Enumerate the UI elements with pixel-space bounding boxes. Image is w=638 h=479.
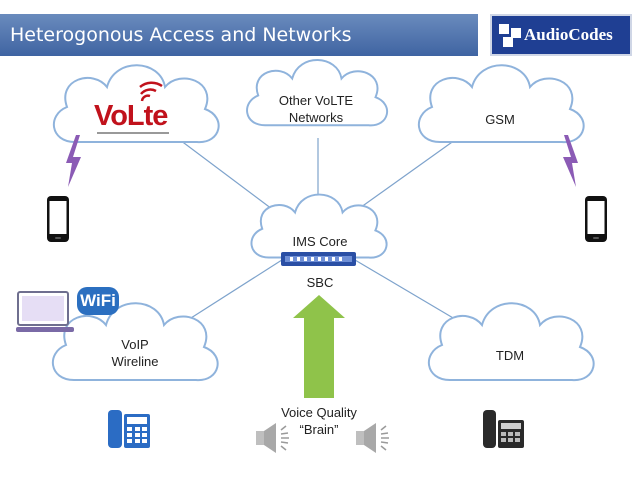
- logo-text: AudioCodes: [524, 25, 613, 44]
- link-gsm-ims: [349, 139, 456, 216]
- voice-quality-line2: “Brain”: [299, 422, 339, 437]
- volte-underline: [97, 132, 169, 134]
- other-volte-label: Other VoLTE Networks: [256, 92, 376, 126]
- wifi-badge: WiFi: [77, 287, 119, 315]
- smartphone-icon: [47, 196, 69, 242]
- title-bar: Heterogonous Access and Networks: [0, 14, 478, 56]
- sbc-label: SBC: [306, 275, 334, 290]
- page-title: Heterogonous Access and Networks: [10, 24, 352, 46]
- lightning-icon: [66, 135, 81, 187]
- voice-quality-line1: Voice Quality: [281, 405, 357, 420]
- voip-label: VoIP Wireline: [95, 336, 175, 370]
- desk-phone-icon: [483, 410, 524, 448]
- link-volte-ims: [179, 139, 281, 216]
- smartphone-icon: [585, 196, 607, 242]
- speaker-icon: [256, 423, 289, 453]
- audiocodes-mark-icon: [499, 24, 521, 47]
- link-voip-ims: [179, 257, 286, 326]
- volte-signal-icon: [139, 81, 163, 102]
- other-volte-label-line2: Networks: [288, 110, 344, 125]
- voip-label-line2: Wireline: [111, 354, 159, 369]
- tdm-label: TDM: [495, 348, 525, 363]
- gsm-label: GSM: [485, 112, 515, 127]
- audiocodes-logo: AudioCodes: [490, 14, 632, 56]
- sbc-device-icon: [281, 252, 356, 266]
- header-bar: Heterogonous Access and Networks AudioCo…: [0, 14, 638, 56]
- cloud-tdm: [427, 302, 595, 382]
- other-volte-label-line1: Other VoLTE: [278, 93, 354, 108]
- desk-phone-icon: [108, 410, 150, 448]
- voip-label-line1: VoIP: [121, 337, 149, 352]
- voice-quality-label: Voice Quality “Brain”: [259, 404, 379, 438]
- lightning-icon: [563, 135, 578, 187]
- volte-logo-text: VoLte: [94, 100, 168, 132]
- laptop-icon: [16, 291, 74, 332]
- ims-core-label: IMS Core: [292, 234, 348, 249]
- volte-logo: VoLte: [94, 88, 184, 138]
- cloud-gsm: [417, 64, 585, 144]
- link-tdm-ims: [354, 259, 466, 326]
- speaker-icon: [356, 423, 389, 453]
- voice-quality-arrow: [293, 295, 345, 398]
